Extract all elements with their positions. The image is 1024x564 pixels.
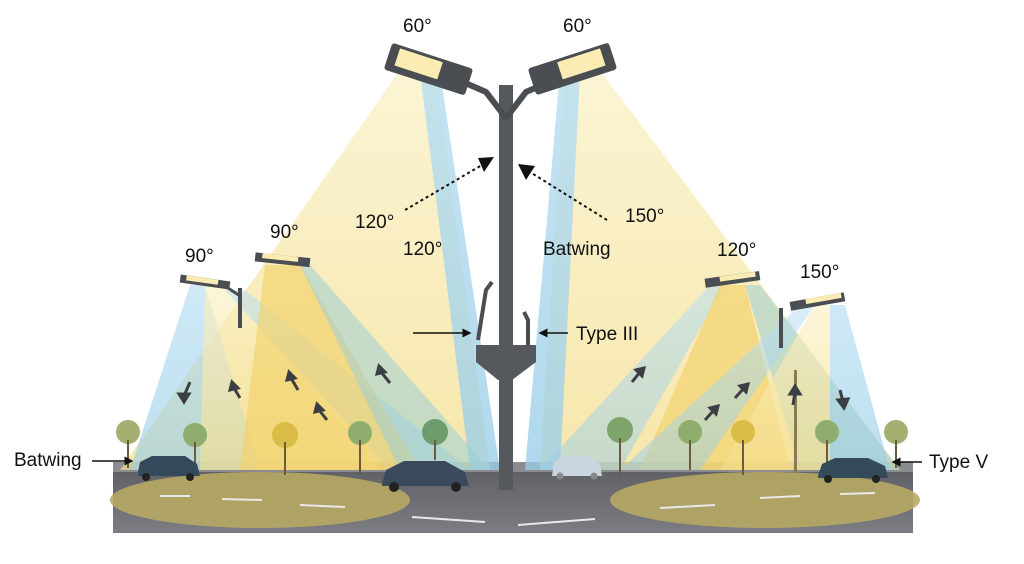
type-label-type-iii: Type III	[576, 324, 639, 345]
pointer-arrows	[92, 157, 922, 467]
beam-direction-arrows	[176, 363, 851, 422]
angle-label-mid-left-inner: 120°	[403, 239, 443, 260]
type-label-type-v: Type V	[929, 452, 989, 473]
type-label-batwing-center: Batwing	[543, 239, 611, 260]
car-center-left	[382, 461, 469, 492]
angle-label-top-left: 60°	[403, 16, 432, 37]
angle-label-mid-left-outer: 120°	[355, 212, 395, 233]
angle-label-right: 120°	[717, 240, 757, 261]
angle-label-far-right: 150°	[800, 262, 840, 283]
left-lamp-beams	[130, 265, 490, 470]
angle-label-mid-right: 150°	[625, 206, 665, 227]
road	[110, 462, 920, 533]
trees	[116, 417, 908, 475]
type-label-batwing-edge: Batwing	[14, 450, 82, 471]
central-pole	[384, 43, 617, 490]
angle-label-left: 90°	[270, 222, 299, 243]
angle-label-far-left: 90°	[185, 246, 214, 267]
left-luminaires	[179, 252, 311, 328]
right-lamp-beams	[540, 285, 900, 470]
angle-label-top-right: 60°	[563, 16, 592, 37]
right-luminaires	[704, 271, 846, 472]
cars	[138, 456, 888, 492]
car-center-right	[552, 456, 602, 480]
car-right	[818, 458, 888, 483]
car-left	[138, 456, 200, 481]
